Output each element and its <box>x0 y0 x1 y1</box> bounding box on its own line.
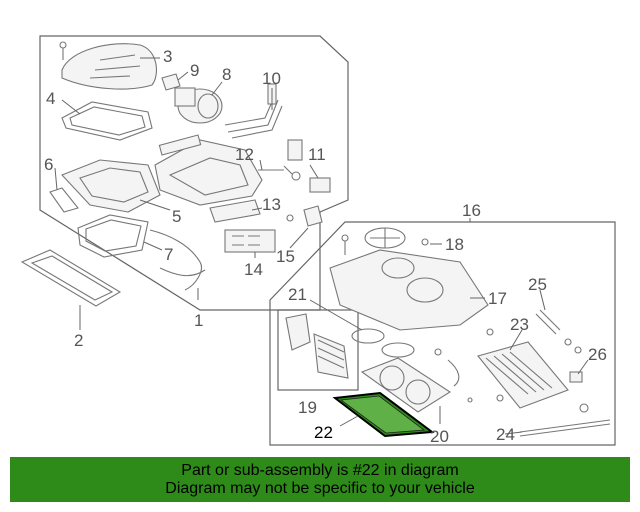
part-12-sensor <box>258 165 293 175</box>
callout-9: 9 <box>190 61 199 80</box>
callout-25: 25 <box>528 275 547 294</box>
callout-4: 4 <box>46 89 55 108</box>
callout-24: 24 <box>496 425 515 444</box>
callout-20: 20 <box>430 427 449 446</box>
callout-22: 22 <box>314 423 333 442</box>
part-23-condenser <box>477 341 569 409</box>
part-4-seal <box>61 101 153 141</box>
callout-26: 26 <box>588 345 607 364</box>
part-5-housing <box>61 159 161 213</box>
part-2-gasket <box>20 249 122 307</box>
part-19-grille <box>313 333 349 379</box>
parts-diagram: 3 9 8 10 4 6 5 7 12 11 13 14 15 1 2 16 1… <box>20 35 616 446</box>
callout-17: 17 <box>488 289 507 308</box>
part-21-seal <box>351 328 385 344</box>
callout-14: 14 <box>244 260 263 279</box>
callout-21: 21 <box>288 285 307 304</box>
part-26-valve <box>569 371 583 383</box>
banner-line-2: Diagram may not be specific to your vehi… <box>165 479 475 497</box>
callout-10: 10 <box>262 69 281 88</box>
callout-2: 2 <box>74 331 83 350</box>
part-14-control-unit <box>224 229 276 253</box>
callout-8: 8 <box>222 65 231 84</box>
callout-3: 3 <box>163 47 172 66</box>
part-25-rod <box>535 309 561 335</box>
callout-18: 18 <box>445 235 464 254</box>
callout-6: 6 <box>44 155 53 174</box>
banner-line-1: Part or sub-assembly is #22 in diagram <box>181 461 459 479</box>
assembly-19-outline <box>277 309 359 391</box>
callout-11: 11 <box>308 145 326 164</box>
callout-23: 23 <box>510 315 529 334</box>
part-19-bracket <box>285 313 311 351</box>
assembly-16-outline <box>269 221 616 446</box>
part-15-duct <box>303 205 323 227</box>
callout-labels: 3 9 8 10 4 6 5 7 12 11 13 14 15 1 2 16 1… <box>44 47 607 446</box>
part-13-filter-element <box>209 199 261 223</box>
leader-lines <box>54 57 589 435</box>
part-24-strip <box>519 419 611 437</box>
part-17-housing <box>329 249 489 331</box>
part-7-gasket <box>77 214 149 258</box>
info-banner: Part or sub-assembly is #22 in diagram D… <box>10 457 630 502</box>
part-6-bracket <box>49 187 79 213</box>
part-heater-core-housing <box>154 139 263 206</box>
callout-13: 13 <box>262 195 281 214</box>
part-wiring <box>149 229 206 291</box>
callout-1: 1 <box>194 311 203 330</box>
callout-16: 16 <box>462 201 481 220</box>
part-actuator-small <box>287 139 303 161</box>
part-9-clip <box>161 73 181 91</box>
part-11-actuator <box>309 177 331 193</box>
part-3-cover <box>61 43 158 90</box>
callout-5: 5 <box>172 207 181 226</box>
callout-7: 7 <box>164 245 173 264</box>
callout-12: 12 <box>235 145 254 164</box>
callout-19: 19 <box>298 398 317 417</box>
callout-15: 15 <box>276 247 295 266</box>
